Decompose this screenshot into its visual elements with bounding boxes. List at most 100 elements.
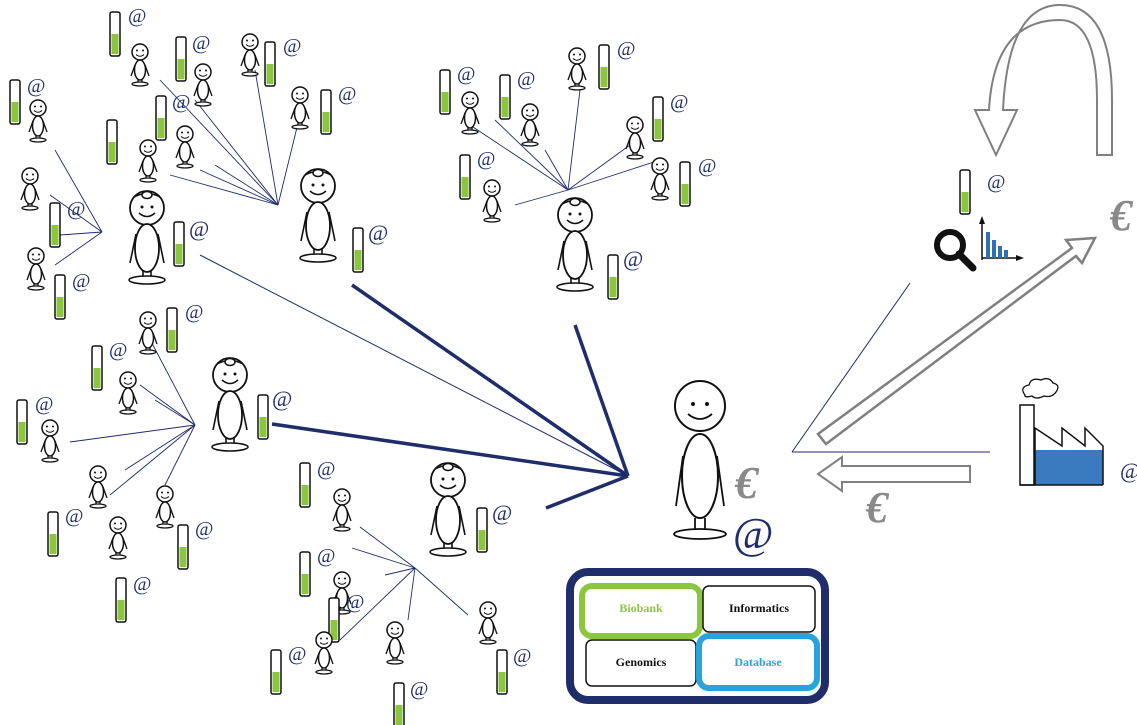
tube-icon (166, 307, 178, 353)
person-icon (520, 103, 540, 147)
spoke-line (199, 169, 279, 206)
analysis-icon-group: @ (934, 169, 1024, 272)
person-icon (193, 63, 213, 107)
spoke-line (159, 79, 279, 206)
spoke-line (544, 149, 569, 191)
person-icon (130, 43, 150, 87)
tube-icon (299, 462, 311, 508)
at-symbol: @ (65, 505, 83, 527)
at-symbol: @ (133, 573, 151, 595)
at-symbol: @ (517, 68, 535, 90)
factory-icon (1019, 377, 1104, 486)
spoke-line (154, 399, 196, 426)
person-icon (20, 167, 40, 211)
at-symbol: @ (288, 643, 306, 665)
at-symbol: @ (109, 339, 127, 361)
at-symbol: @ (346, 591, 364, 613)
spoke-line (359, 526, 416, 569)
tube-icon (652, 96, 664, 142)
at-symbol: @ (670, 91, 688, 113)
spoke-line (124, 424, 196, 471)
hub-at-symbol: @ (733, 509, 774, 558)
spoke-line (109, 424, 196, 496)
spoke-line (567, 144, 631, 191)
tube-icon (155, 95, 167, 141)
tube-icon (173, 221, 185, 267)
doctor-icon (556, 197, 594, 292)
person-icon (175, 125, 195, 169)
right-connection-line (791, 282, 911, 453)
hub-euro-symbol: € (734, 457, 760, 508)
spoke-line (277, 114, 301, 206)
person-icon (385, 621, 405, 665)
at-symbol: @ (368, 220, 388, 245)
heavy-connection-line (351, 283, 629, 478)
heavy-connection-line (271, 422, 629, 478)
tube-icon (47, 511, 59, 557)
tube-icon (54, 274, 66, 320)
curved-arrow-icon (973, 3, 1113, 158)
factory-at-symbol: @ (1120, 458, 1137, 483)
person-icon (332, 488, 352, 532)
tube-icon (264, 41, 276, 87)
at-symbol: @ (272, 386, 292, 411)
person-icon (290, 86, 310, 130)
person-icon (155, 485, 175, 529)
tube-icon (115, 577, 127, 623)
person-icon (108, 516, 128, 560)
at-symbol: @ (410, 678, 428, 700)
person-icon (28, 99, 48, 143)
figures-layer: @@@@@@@@@@@@@@@@@@@@@@@@@@@@@@@ (9, 5, 716, 725)
tube-icon (177, 524, 189, 570)
tube-icon (270, 649, 282, 695)
spoke-line (254, 69, 279, 206)
thin-connection-line (199, 254, 629, 477)
person-icon (240, 33, 260, 77)
person-icon (478, 601, 498, 645)
tube-icon (106, 119, 118, 165)
tube-icon (109, 11, 121, 57)
tube-icon (91, 345, 103, 391)
spoke-line (351, 547, 416, 569)
tube-icon (175, 36, 187, 82)
doctor-icon (429, 462, 467, 557)
tube-icon (476, 507, 488, 553)
at-symbol: @ (128, 5, 146, 27)
tube-icon (607, 254, 619, 300)
spoke-line (164, 424, 196, 486)
spoke-line (494, 119, 569, 191)
spoke-line (169, 174, 279, 206)
database-label: Database (734, 655, 782, 669)
informatics-label: Informatics (729, 601, 789, 615)
doctor-icon (211, 357, 249, 452)
at-symbol: @ (477, 148, 495, 170)
spoke-line (144, 329, 196, 426)
hub-info-panel: Biobank Informatics Genomics Database (566, 568, 829, 704)
tube-icon (320, 89, 332, 135)
person-icon (88, 465, 108, 509)
at-symbol: @ (72, 270, 90, 292)
at-symbol: @ (192, 32, 210, 54)
person-icon (118, 371, 138, 415)
bar-chart-icon (979, 216, 1024, 261)
tube-icon (352, 227, 364, 273)
at-symbol: @ (67, 198, 85, 220)
spoke-line (407, 567, 416, 621)
doctor-icon (299, 168, 337, 263)
tube-icon (299, 551, 311, 597)
at-symbol: @ (617, 38, 635, 60)
person-icon (650, 157, 670, 201)
biobank-label: Biobank (619, 601, 663, 615)
database-box (696, 633, 820, 691)
at-symbol: @ (317, 545, 335, 567)
person-icon (26, 247, 46, 291)
analysis-at-symbol: @ (987, 171, 1005, 193)
tube-icon (393, 682, 405, 725)
at-symbol: @ (185, 301, 203, 323)
person-icon (138, 139, 158, 183)
spoke-line (59, 231, 103, 236)
tube-icon (496, 649, 508, 695)
at-symbol: @ (338, 83, 356, 105)
analysis-tube-icon (959, 169, 971, 215)
